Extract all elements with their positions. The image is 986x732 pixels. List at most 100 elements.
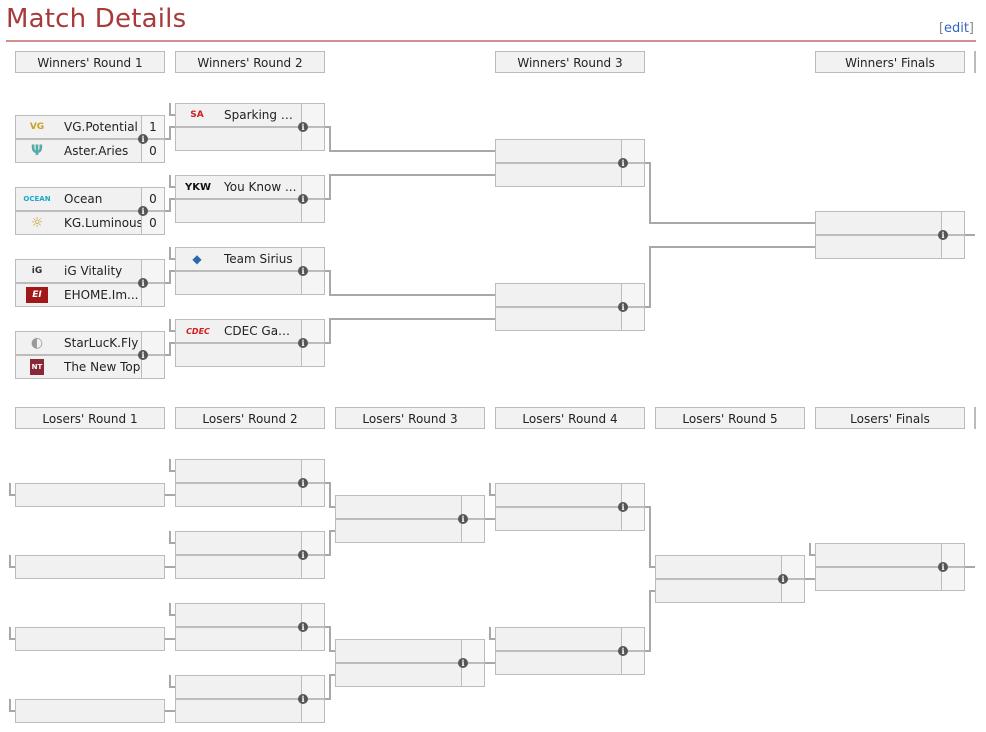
- round-header-losers-4: Losers' Round 4: [495, 407, 645, 429]
- team-score: [301, 532, 324, 554]
- team-slot[interactable]: SA Sparking Ar...: [175, 103, 325, 127]
- starluck-logo-icon: ◐: [30, 335, 44, 351]
- match-info-icon[interactable]: i: [938, 230, 948, 240]
- match-info-icon[interactable]: i: [778, 574, 788, 584]
- round-header-losers-3: Losers' Round 3: [335, 407, 485, 429]
- team-score: 0: [141, 140, 164, 162]
- match-info-icon[interactable]: i: [298, 550, 308, 560]
- match-info-icon[interactable]: i: [298, 622, 308, 632]
- match-info-icon[interactable]: i: [618, 502, 628, 512]
- team-slot[interactable]: CDEC CDEC Gami...: [175, 319, 325, 343]
- team-score: [141, 356, 164, 378]
- round-header-losers-2: Losers' Round 2: [175, 407, 325, 429]
- team-name: Sparking Ar...: [224, 108, 300, 122]
- round-header-edge: [974, 407, 976, 429]
- team-score: 1: [141, 116, 164, 138]
- team-name: CDEC Gami...: [224, 324, 300, 338]
- team-slot-empty[interactable]: [175, 675, 325, 699]
- round-header-winners-3: Winners' Round 3: [495, 51, 645, 73]
- team-score: [301, 676, 324, 698]
- team-score: 0: [141, 188, 164, 210]
- match-info-icon[interactable]: i: [618, 158, 628, 168]
- team-name: KG.Luminous: [64, 216, 143, 230]
- ocean-logo-icon: OCEAN: [23, 195, 51, 203]
- team-slot-empty[interactable]: [495, 483, 645, 507]
- losers-r1-slot[interactable]: [15, 699, 165, 723]
- team-name: VG.Potential: [64, 120, 138, 134]
- team-slot-empty[interactable]: [815, 543, 965, 567]
- team-score: [141, 332, 164, 354]
- team-score: [621, 308, 644, 330]
- team-name: The New Top: [64, 360, 141, 374]
- sparking-arrow-logo-icon: SA: [190, 110, 204, 120]
- team-name: You Know ...: [224, 180, 297, 194]
- team-name: Aster.Aries: [64, 144, 129, 158]
- match-info-icon[interactable]: i: [458, 658, 468, 668]
- team-score: [301, 272, 324, 294]
- match-info-icon[interactable]: i: [138, 278, 148, 288]
- team-score: [141, 284, 164, 306]
- ig-vitality-logo-icon: iG: [31, 266, 43, 276]
- round-header-losers-5: Losers' Round 5: [655, 407, 805, 429]
- team-score: [301, 700, 324, 722]
- team-score: [141, 260, 164, 282]
- team-score: [301, 628, 324, 650]
- round-header-winners-1: Winners' Round 1: [15, 51, 165, 73]
- team-score: [301, 176, 324, 198]
- team-score: [301, 556, 324, 578]
- team-sirius-logo-icon: ◆: [192, 252, 202, 266]
- match-info-icon[interactable]: i: [938, 562, 948, 572]
- team-score: [301, 320, 324, 342]
- losers-r1-slot[interactable]: [15, 483, 165, 507]
- edit-link-wrapper: [edit]: [938, 21, 974, 36]
- match-info-icon[interactable]: i: [618, 646, 628, 656]
- match-info-icon[interactable]: i: [298, 338, 308, 348]
- match-info-icon[interactable]: i: [138, 206, 148, 216]
- round-header-edge: [974, 51, 976, 73]
- team-score: [621, 164, 644, 186]
- team-slot[interactable]: OCEAN Ocean 0: [15, 187, 165, 211]
- losers-r1-slot[interactable]: [15, 555, 165, 579]
- cdec-logo-icon: CDEC: [186, 326, 210, 336]
- team-score: [621, 508, 644, 530]
- match-info-icon[interactable]: i: [298, 694, 308, 704]
- team-score: [621, 284, 644, 306]
- team-score: [301, 248, 324, 270]
- team-score: [461, 496, 484, 518]
- match-info-icon[interactable]: i: [138, 350, 148, 360]
- team-score: [621, 652, 644, 674]
- match-info-icon[interactable]: i: [138, 134, 148, 144]
- team-slot-empty[interactable]: [495, 139, 645, 163]
- match-info-icon[interactable]: i: [458, 514, 468, 524]
- page-title: Match Details: [6, 4, 187, 34]
- match-info-icon[interactable]: i: [298, 194, 308, 204]
- team-score: [461, 520, 484, 542]
- team-slot-empty[interactable]: [495, 163, 645, 187]
- match-info-icon[interactable]: i: [298, 478, 308, 488]
- team-score: [941, 236, 964, 258]
- losers-r1-slot[interactable]: [15, 627, 165, 651]
- team-score: [781, 556, 804, 578]
- round-header-losers-1: Losers' Round 1: [15, 407, 165, 429]
- ehome-logo-icon: EI: [26, 287, 48, 303]
- vg-potential-logo-icon: VG: [29, 122, 45, 132]
- team-score: 0: [141, 212, 164, 234]
- match-info-icon[interactable]: i: [298, 266, 308, 276]
- round-header-winners-2: Winners' Round 2: [175, 51, 325, 73]
- team-score: [621, 628, 644, 650]
- team-score: [301, 344, 324, 366]
- round-header-losers-finals: Losers' Finals: [815, 407, 965, 429]
- team-score: [621, 140, 644, 162]
- team-score: [941, 568, 964, 590]
- round-header-winners-finals: Winners' Finals: [815, 51, 965, 73]
- match-info-icon[interactable]: i: [298, 122, 308, 132]
- you-know-who-logo-icon: YKW: [184, 181, 212, 193]
- match-info-icon[interactable]: i: [618, 302, 628, 312]
- team-score: [461, 664, 484, 686]
- aster-aries-logo-icon: Ψ: [31, 143, 43, 159]
- team-name: StarLucK.Fly: [64, 336, 139, 350]
- edit-link[interactable]: edit: [943, 21, 969, 36]
- team-score: [781, 580, 804, 602]
- team-slot-empty[interactable]: [335, 639, 485, 663]
